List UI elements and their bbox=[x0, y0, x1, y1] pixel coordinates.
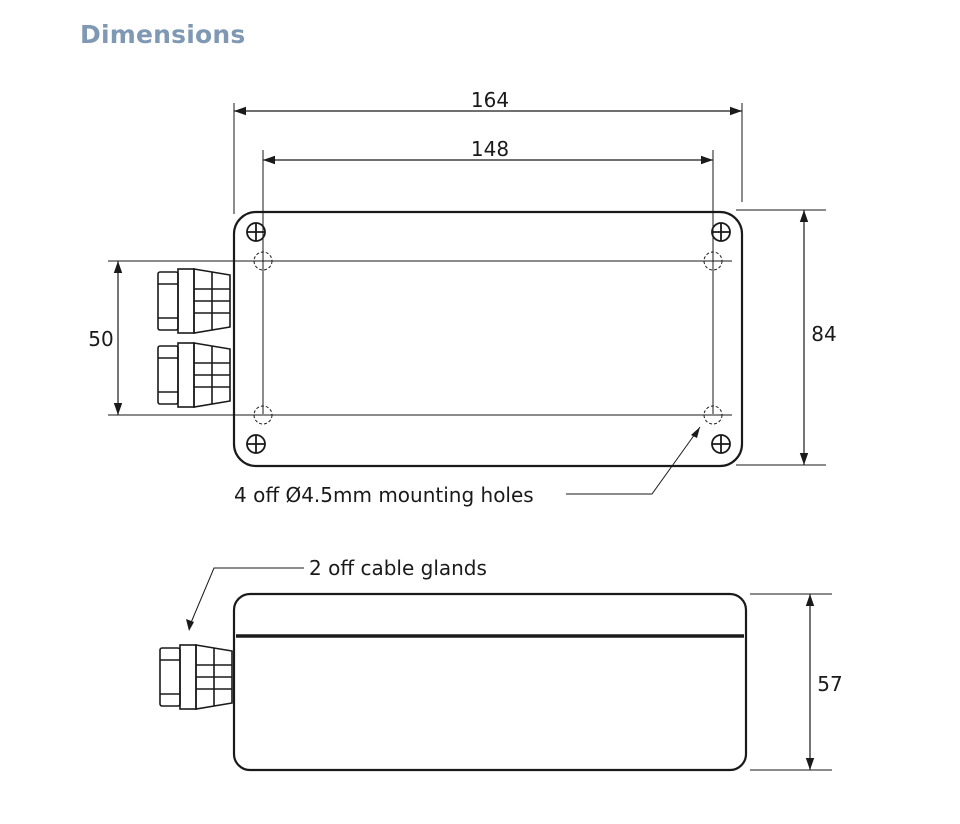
lid-screw bbox=[246, 434, 266, 454]
lid-screw bbox=[246, 222, 266, 242]
cable-gland bbox=[157, 268, 231, 334]
dim-label-overall-height: 84 bbox=[811, 322, 836, 346]
mounting-hole bbox=[253, 251, 273, 271]
mounting-hole bbox=[253, 405, 273, 425]
enclosure-side-outline bbox=[232, 592, 748, 772]
mounting-hole bbox=[703, 251, 723, 271]
mounting-holes-note: 4 off Ø4.5mm mounting holes bbox=[234, 483, 534, 507]
dim-label-overall-width: 164 bbox=[471, 88, 509, 112]
cable-gland bbox=[157, 342, 231, 408]
cable-gland-leader bbox=[189, 567, 304, 626]
lid-screw bbox=[711, 434, 731, 454]
side-view bbox=[159, 567, 832, 772]
enclosure-top-outline bbox=[232, 210, 744, 468]
dim-label-hole-spacing-width: 148 bbox=[471, 137, 509, 161]
top-view bbox=[108, 103, 826, 495]
cable-gland bbox=[159, 644, 233, 710]
mounting-hole bbox=[703, 405, 723, 425]
page-title: Dimensions bbox=[80, 20, 246, 49]
dim-label-depth: 57 bbox=[817, 672, 842, 696]
dim-label-hole-spacing-height: 50 bbox=[88, 327, 113, 351]
lid-screw bbox=[711, 222, 731, 242]
cable-glands-note: 2 off cable glands bbox=[309, 556, 487, 580]
mounting-hole-leader bbox=[566, 426, 701, 495]
